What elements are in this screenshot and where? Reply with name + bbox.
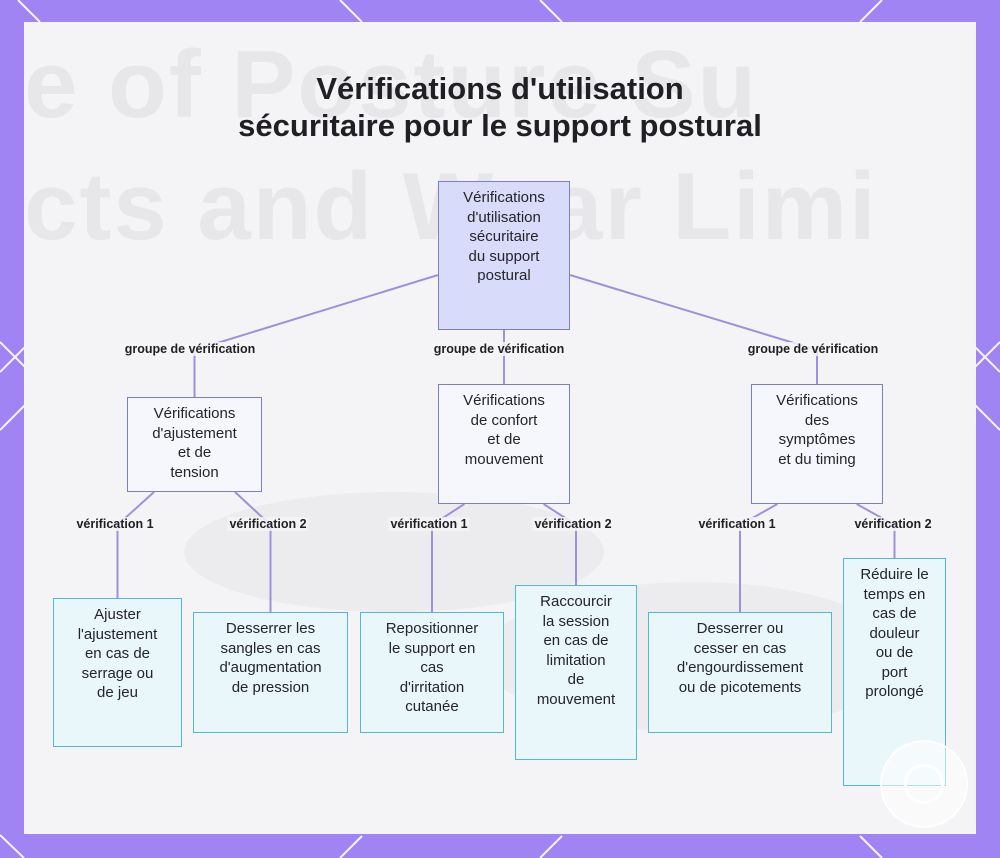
check-node-line: Desserrer les xyxy=(225,620,316,637)
check-node-line: le support en xyxy=(388,639,476,657)
check-node-line: d'engourdissement xyxy=(676,659,804,676)
group-node-line: Vérifications xyxy=(153,405,236,422)
connector-root-group xyxy=(569,274,818,351)
root-node-line: postural xyxy=(477,267,531,284)
group-node: Vérifications des symptômes et du timing xyxy=(751,384,883,504)
group-node-line: et de xyxy=(177,444,212,461)
check-node-line: ou de picotements xyxy=(678,678,802,696)
check-node-text: Repositionner le support en cas d'irritatio… xyxy=(386,619,479,717)
edge-label-group: groupe de vérification xyxy=(431,342,567,356)
group-node-text: Vérifications d'ajustement et de tension xyxy=(152,404,237,482)
group-node: Vérifications de confort et de mouvement xyxy=(438,384,570,504)
check-node: Repositionner le support en cas d'irritatio… xyxy=(360,612,504,733)
check-node-text: Ajuster l'ajustement en cas de serrage ou de… xyxy=(78,605,158,703)
title-line-1: Vérifications d'utilisation xyxy=(316,71,684,106)
logo-mark-icon xyxy=(904,764,944,804)
background-watermark-line-1: e of Posture Su xyxy=(24,31,759,138)
check-node-line: l'ajustement xyxy=(77,625,158,643)
edge-label-check: vérification 1 xyxy=(74,517,156,531)
title-line-2: sécuritaire pour le support postural xyxy=(238,108,762,143)
check-node-line: Réduire le xyxy=(860,566,929,583)
check-node-line: cas xyxy=(420,659,444,676)
check-node-line: Ajuster xyxy=(94,606,141,623)
check-node-line: serrage ou xyxy=(81,664,154,682)
check-node-line: Repositionner xyxy=(385,620,479,637)
brand-logo xyxy=(880,740,968,828)
check-node: Desserrer ou cesser en cas d'engourdisseme… xyxy=(648,612,832,733)
check-node-line: port xyxy=(881,663,908,681)
group-node: Vérifications d'ajustement et de tension xyxy=(127,397,262,492)
group-node-text: Vérifications de confort et de mouvement xyxy=(463,391,545,469)
root-node-line: Vérifications xyxy=(463,189,545,206)
root-node-text: Vérifications d'utilisation sécuritaire du … xyxy=(463,188,545,286)
check-node: Desserrer les sangles en cas d'augmentatio… xyxy=(193,612,348,733)
group-node-line: Vérifications xyxy=(463,392,545,409)
check-node: Raccourcir la session en cas de limitation d… xyxy=(515,585,637,760)
check-node-text: Desserrer ou cesser en cas d'engourdisseme… xyxy=(677,619,803,697)
check-node-line: temps en xyxy=(863,585,926,603)
edge-label-check: vérification 1 xyxy=(696,517,778,531)
check-node-line: douleur xyxy=(869,624,920,642)
check-node-line: sangles en cas xyxy=(220,639,321,657)
edge-label-check: vérification 2 xyxy=(532,517,614,531)
edge-label-check: vérification 1 xyxy=(388,517,470,531)
edge-label-group: groupe de vérification xyxy=(745,342,881,356)
connector-root-group xyxy=(194,274,439,351)
check-node-line: Raccourcir xyxy=(540,593,612,610)
check-node-line: limitation xyxy=(546,651,606,669)
check-node-line: prolongé xyxy=(865,683,924,700)
check-node-text: Raccourcir la session en cas de limitation d… xyxy=(537,592,615,709)
check-node-line: en cas de xyxy=(543,632,609,649)
group-node-line: symptômes xyxy=(778,431,856,448)
check-node-line: de jeu xyxy=(97,684,138,701)
root-node-line: sécuritaire xyxy=(469,228,539,245)
check-node-line: d'augmentation xyxy=(219,659,322,676)
check-node-line: mouvement xyxy=(536,690,616,708)
root-node-line: d'utilisation xyxy=(467,208,541,226)
edge-label-check: vérification 2 xyxy=(852,517,934,531)
check-node-text: Réduire le temps en cas de douleur ou de port… xyxy=(860,565,928,702)
check-node-text: Desserrer les sangles en cas d'augmentatio… xyxy=(219,619,321,697)
check-node-line: cutanée xyxy=(405,698,459,715)
group-node-line: des xyxy=(804,411,830,429)
group-node-line: d'ajustement xyxy=(152,424,237,442)
group-node-line: Vérifications xyxy=(776,392,858,409)
group-node-line: mouvement xyxy=(464,450,544,468)
root-node-line: du support xyxy=(468,247,540,265)
check-node-line: de xyxy=(567,671,585,688)
check-node-line: d'irritation xyxy=(399,678,465,696)
check-node-line: en cas de xyxy=(84,645,151,662)
diagram-title: Vérifications d'utilisation sécuritaire … xyxy=(0,70,1000,144)
check-node-line: Desserrer ou xyxy=(696,620,784,637)
check-node-line: ou de xyxy=(875,644,914,661)
check-node: Réduire le temps en cas de douleur ou de port… xyxy=(843,558,946,786)
group-node-text: Vérifications des symptômes et du timing xyxy=(776,391,858,469)
edge-label-group: groupe de vérification xyxy=(122,342,258,356)
check-node-line: la session xyxy=(542,612,610,630)
check-node-line: de pression xyxy=(231,678,310,696)
check-node: Ajuster l'ajustement en cas de serrage ou de… xyxy=(53,598,182,747)
check-node-line: cesser en cas xyxy=(693,639,787,657)
group-node-line: et du timing xyxy=(778,450,856,468)
group-node-line: et de xyxy=(487,431,521,448)
check-node-line: cas de xyxy=(872,605,917,622)
group-node-line: de confort xyxy=(470,411,538,429)
group-node-line: tension xyxy=(170,463,219,481)
edge-label-check: vérification 2 xyxy=(227,517,309,531)
root-node: Vérifications d'utilisation sécuritaire du … xyxy=(438,181,570,330)
